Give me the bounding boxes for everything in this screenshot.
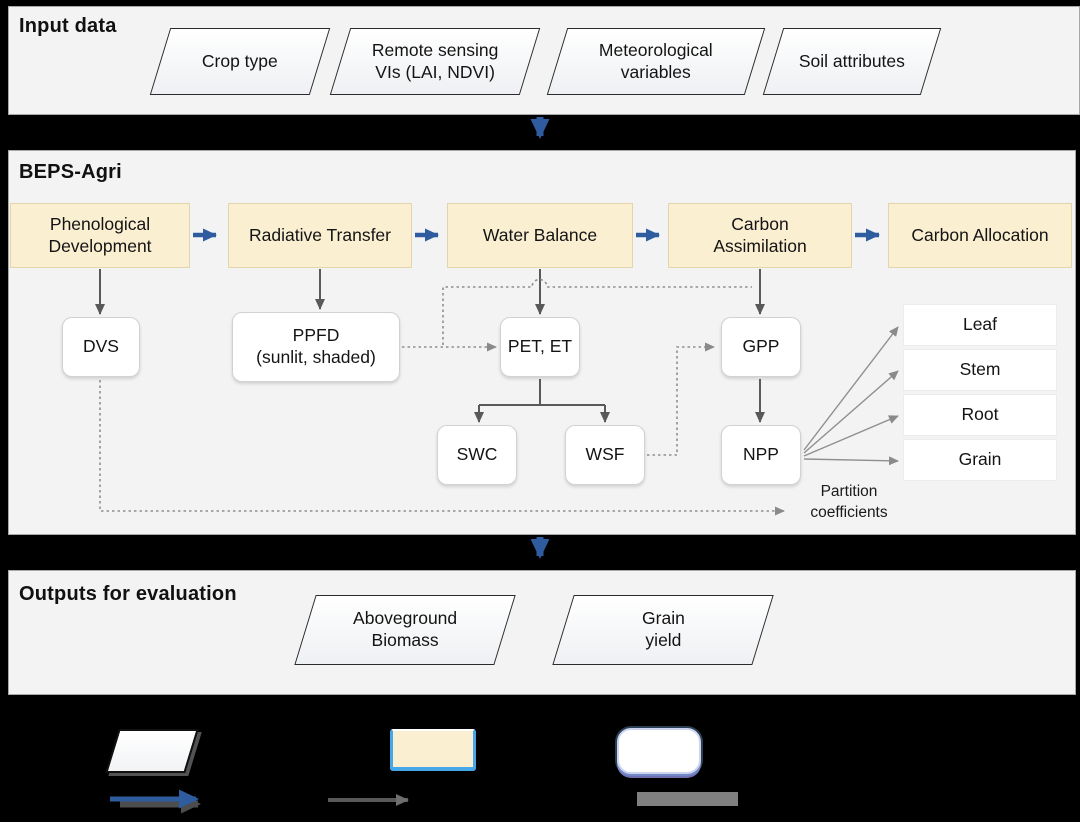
module-allocation-label: Carbon Allocation	[911, 224, 1049, 245]
legend-dotted-arrow-bar	[637, 792, 738, 806]
pool-stem: Stem	[903, 349, 1057, 391]
module-phenological-development: Phenological Development	[10, 203, 190, 268]
var-gpp-label: GPP	[742, 336, 780, 357]
beps-panel-title: BEPS-Agri	[19, 161, 122, 183]
pool-root: Root	[903, 394, 1057, 436]
var-swc-label: SWC	[456, 444, 498, 465]
output-grain-yield-label: Grain yield	[641, 608, 685, 650]
module-assimilation-label: Carbon Assimilation	[713, 213, 807, 256]
input-remote-sensing: Remote sensing VIs (LAI, NDVI)	[329, 28, 541, 95]
var-dvs-label: DVS	[83, 336, 119, 357]
var-ppfd: PPFD (sunlit, shaded)	[232, 312, 400, 382]
var-npp-label: NPP	[743, 444, 779, 465]
module-carbon-assimilation: Carbon Assimilation	[668, 203, 852, 268]
legend-parallelogram-swatch	[105, 729, 199, 773]
pool-root-label: Root	[961, 404, 999, 425]
outputs-panel: Outputs for evaluation	[8, 570, 1076, 695]
var-dvs: DVS	[62, 317, 140, 377]
pool-stem-label: Stem	[959, 359, 1001, 380]
module-water-balance: Water Balance	[447, 203, 633, 268]
var-pet-et: PET, ET	[500, 317, 580, 377]
input-soil-attributes: Soil attributes	[762, 28, 942, 95]
pool-grain: Grain	[903, 439, 1057, 481]
var-wsf: WSF	[565, 425, 645, 485]
module-radiative-label: Radiative Transfer	[248, 224, 391, 245]
input-soil-attributes-label: Soil attributes	[798, 50, 906, 71]
var-wsf-label: WSF	[585, 444, 625, 465]
var-pet-et-label: PET, ET	[507, 336, 573, 357]
module-water-label: Water Balance	[482, 224, 598, 245]
input-crop-type: Crop type	[149, 28, 331, 95]
input-crop-type-label: Crop type	[202, 50, 278, 71]
input-meteorological: Meteorological variables	[546, 28, 766, 95]
outputs-panel-title: Outputs for evaluation	[19, 583, 237, 605]
var-gpp: GPP	[721, 317, 801, 377]
pool-grain-label: Grain	[958, 449, 1002, 470]
partition-coefficients-annotation: Partition coefficients	[810, 483, 888, 521]
pool-leaf-label: Leaf	[962, 314, 998, 335]
input-remote-sensing-label: Remote sensing VIs (LAI, NDVI)	[371, 39, 499, 82]
output-aboveground-biomass: Aboveground Biomass	[294, 595, 516, 665]
module-phenological-label: Phenological Development	[48, 213, 152, 256]
var-npp: NPP	[721, 425, 801, 485]
input-meteorological-label: Meteorological variables	[599, 39, 713, 82]
output-grain-yield: Grain yield	[552, 595, 774, 665]
legend-module-swatch	[390, 729, 476, 771]
output-aboveground-biomass-label: Aboveground Biomass	[352, 608, 458, 650]
pool-leaf: Leaf	[903, 304, 1057, 346]
var-swc: SWC	[437, 425, 517, 485]
module-radiative-transfer: Radiative Transfer	[228, 203, 412, 268]
legend-variable-swatch	[617, 728, 701, 774]
module-carbon-allocation: Carbon Allocation	[888, 203, 1072, 268]
input-panel-title: Input data	[19, 15, 117, 37]
var-ppfd-label: PPFD (sunlit, shaded)	[256, 325, 376, 367]
